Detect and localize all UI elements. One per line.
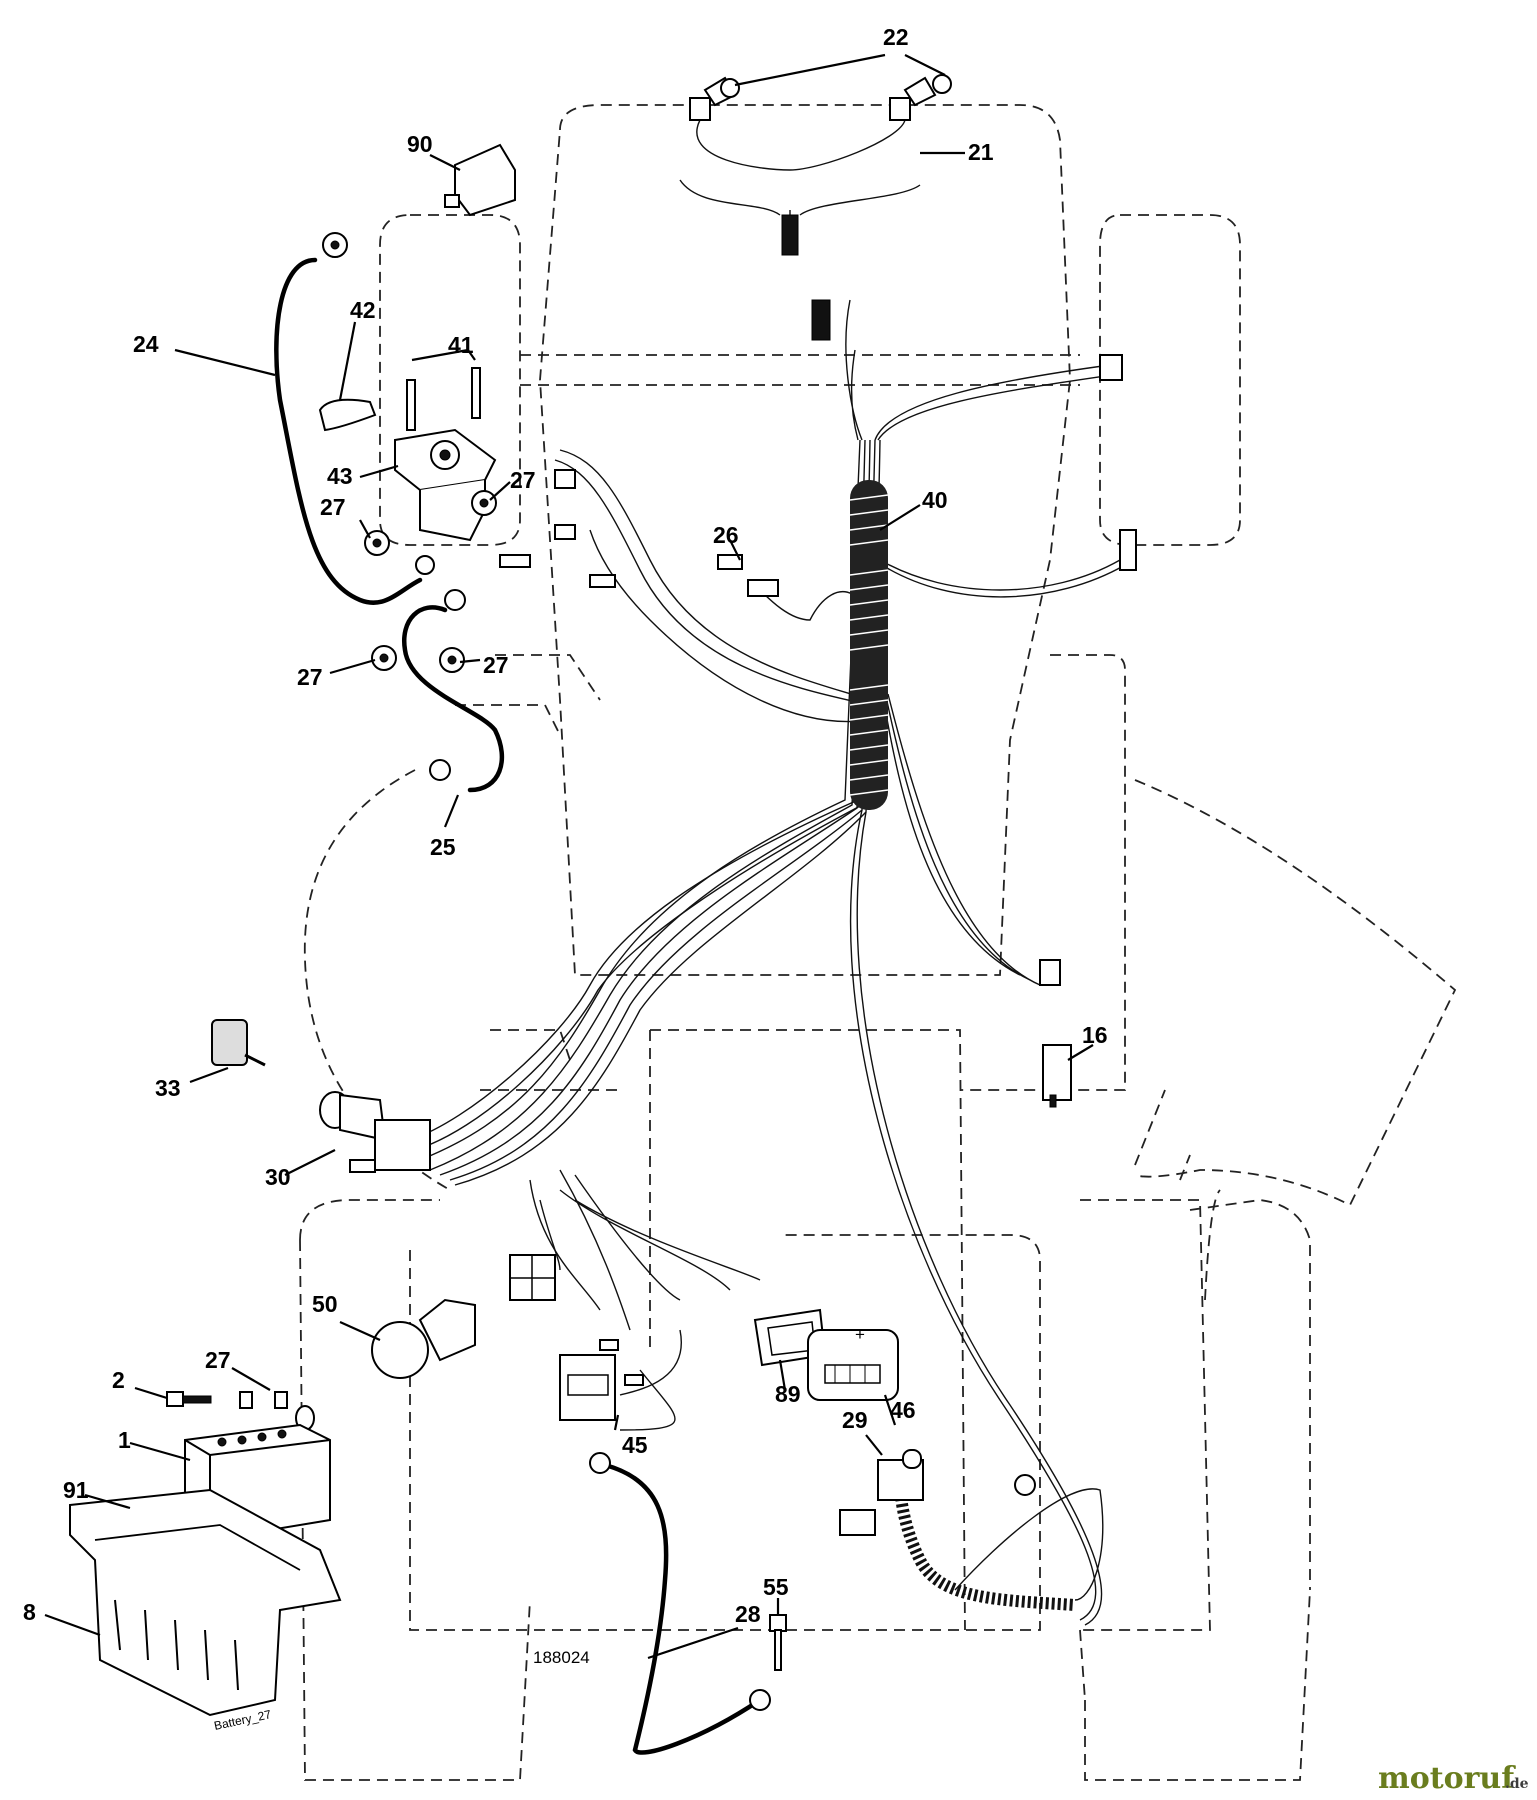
pto-switch <box>371 1298 476 1379</box>
ground-bolt <box>769 1614 787 1671</box>
battery-hardware <box>166 1391 315 1431</box>
harness-sheath <box>849 480 889 810</box>
pto-connector <box>1099 354 1123 381</box>
callout-21: 21 <box>968 139 994 165</box>
watermark-suffix: .de <box>1505 1776 1529 1792</box>
callout-50: 50 <box>312 1291 338 1317</box>
leader-lines <box>44 53 1094 1660</box>
callout-45: 45 <box>622 1432 648 1458</box>
seat-switch <box>839 1449 924 1536</box>
hour-meter <box>559 1339 644 1421</box>
battery-cable-25 <box>401 589 505 793</box>
battery-cable-24 <box>274 232 435 605</box>
callout-43: 43 <box>327 463 353 489</box>
callout-22: 22 <box>883 24 909 50</box>
callout-55: 55 <box>763 1574 789 1600</box>
terminals <box>499 469 616 588</box>
callout-26: 26 <box>713 522 739 548</box>
callout-33: 33 <box>155 1075 181 1101</box>
watermark-name: motoruf <box>1378 1761 1516 1796</box>
callout-2: 2 <box>112 1367 125 1393</box>
callout-40: 40 <box>922 487 948 513</box>
watermark: motoruf .de <box>1378 1761 1529 1796</box>
plus-sign: + <box>855 1325 865 1344</box>
callout-27-left: 27 <box>320 494 346 520</box>
battery-tray <box>69 1488 342 1717</box>
callout-28: 28 <box>735 1601 761 1627</box>
fuse <box>717 554 779 597</box>
callout-91: 91 <box>63 1477 89 1503</box>
callout-90: 90 <box>407 131 433 157</box>
ground-lug <box>1014 1474 1036 1496</box>
callout-27-battery: 27 <box>205 1347 231 1373</box>
ignition-switch <box>319 1091 431 1173</box>
callout-1: 1 <box>118 1427 131 1453</box>
multi-pin-connector <box>509 1254 556 1301</box>
callout-27-bottom-right: 27 <box>483 652 509 678</box>
callout-24: 24 <box>133 331 159 357</box>
callout-89: 89 <box>775 1381 801 1407</box>
headlight-plug <box>781 214 799 256</box>
coiled-cord <box>894 1479 1076 1611</box>
brake-switch <box>444 143 516 217</box>
callout-27-right: 27 <box>510 467 536 493</box>
callouts: 22 21 90 42 41 24 43 27 27 27 27 25 40 2… <box>23 24 1108 1627</box>
callout-16: 16 <box>1082 1022 1108 1048</box>
relay <box>1039 959 1072 1108</box>
callout-29: 29 <box>842 1407 868 1433</box>
drawing-number: 188024 <box>533 1648 590 1667</box>
ground-cable <box>589 1452 771 1755</box>
seat-connector <box>1119 529 1137 571</box>
starter-solenoid <box>394 428 497 542</box>
ammeter: + <box>807 1325 899 1401</box>
callout-30: 30 <box>265 1164 291 1190</box>
callout-8: 8 <box>23 1599 36 1625</box>
callout-46: 46 <box>890 1397 916 1423</box>
harness-plug <box>811 299 831 341</box>
headlight-bulbs <box>689 74 952 121</box>
callout-25: 25 <box>430 834 456 860</box>
wire-harness <box>409 119 1126 1626</box>
callout-27-bottom-left: 27 <box>297 664 323 690</box>
solenoid-bolts <box>406 367 481 431</box>
terminal-boot <box>318 398 377 432</box>
ignition-key <box>211 1019 266 1067</box>
callout-41: 41 <box>448 332 474 358</box>
hex-nuts <box>364 490 497 673</box>
callout-42: 42 <box>350 297 376 323</box>
